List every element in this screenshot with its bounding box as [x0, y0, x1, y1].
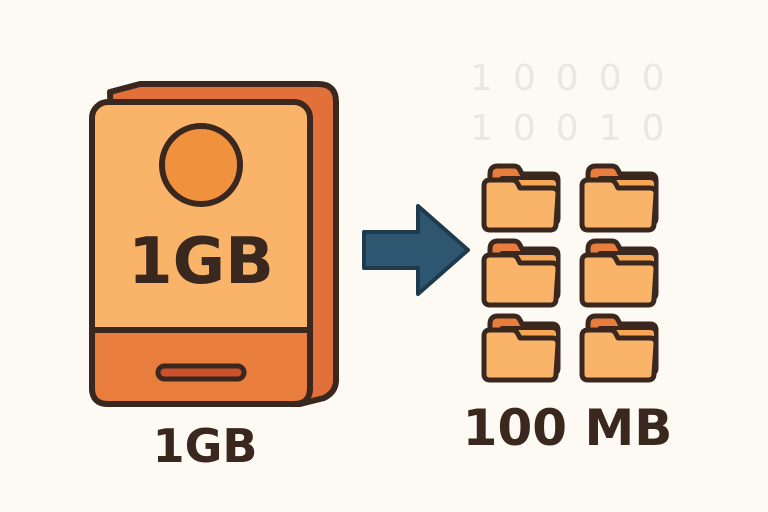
folder-icon — [484, 166, 558, 230]
folder-icon — [582, 316, 656, 380]
drive-caption: 1GB — [152, 419, 258, 473]
drive-slot — [155, 363, 247, 382]
folder-icon — [484, 241, 558, 305]
binary-row: 10000 — [470, 58, 685, 99]
folder-icon — [582, 241, 656, 305]
binary-row: 10010 — [470, 108, 685, 149]
arrow-right-icon — [362, 204, 470, 296]
drive-circle — [159, 123, 243, 207]
folder-icon — [582, 166, 656, 230]
hard-drive-icon — [89, 81, 339, 407]
folder-icon — [484, 316, 558, 380]
drive-face-label: 1GB — [128, 225, 274, 299]
target-size-caption: 100 MB — [462, 399, 673, 457]
